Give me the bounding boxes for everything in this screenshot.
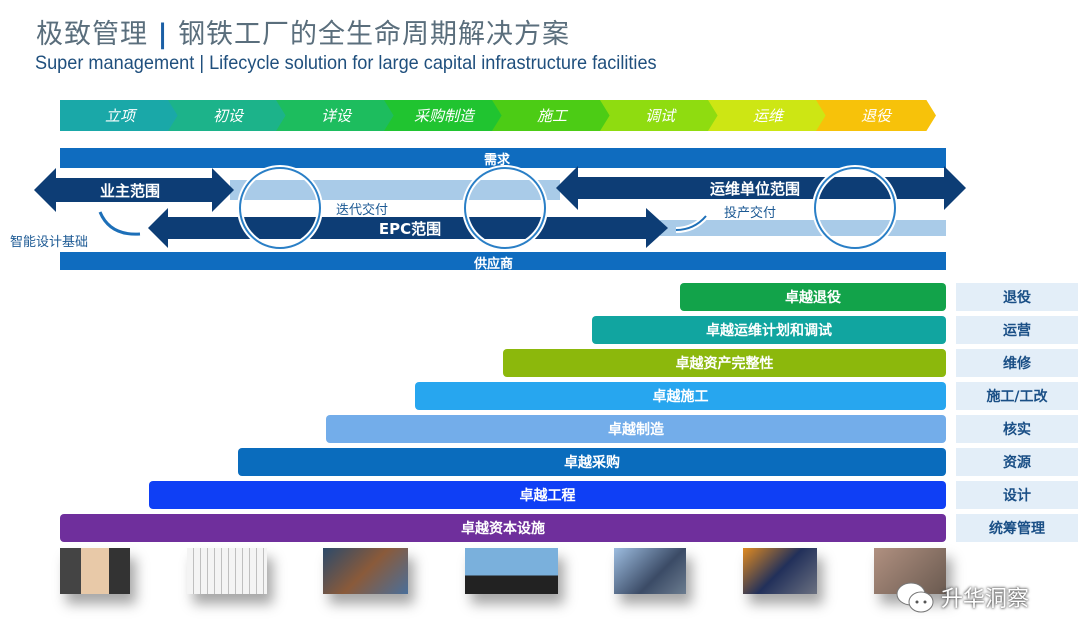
equipment-photo: [323, 548, 408, 594]
handshake-photo: [60, 548, 130, 594]
drawing-photo: [187, 548, 267, 594]
side-label-verification: 核实: [956, 415, 1078, 443]
supplier-band: [60, 252, 946, 270]
demand-band: [60, 148, 946, 168]
commissioning-delivery-label: 投产交付: [724, 206, 777, 221]
side-label-decommissioning: 退役: [956, 283, 1078, 311]
phase-6: 调试: [600, 100, 720, 131]
tier-decommissioning: 卓越退役: [680, 283, 946, 311]
owner-scope-label: 业主范围: [99, 181, 160, 200]
side-label-maintenance: 维修: [956, 349, 1078, 377]
om-scope-arrow-icon: [556, 166, 966, 210]
epc-scope-arrow-icon: [148, 208, 668, 248]
watermark: 升华洞察: [895, 580, 1029, 614]
phase-2: 初设: [168, 100, 288, 131]
cycle-icon-1: [237, 165, 323, 251]
watermark-text: 升华洞察: [941, 587, 1030, 612]
tier-construction: 卓越施工: [415, 382, 946, 410]
side-label-operations: 运营: [956, 316, 1078, 344]
curved-arrow-icon-2: [98, 211, 141, 236]
supplier-label: 供应商: [474, 257, 514, 272]
epc-scope-label: EPC范围: [378, 219, 442, 238]
worker-photo: [743, 548, 817, 594]
owner-scope-arrow-icon: [34, 168, 234, 212]
phase-1: 立项: [60, 100, 180, 131]
cycle-icon-2: [462, 165, 548, 251]
phase-4: 采购制造: [384, 100, 504, 131]
side-label-resources: 资源: [956, 448, 1078, 476]
cycle-icon-3: [812, 165, 898, 251]
tier-procurement: 卓越采购: [238, 448, 946, 476]
tier-manufacturing: 卓越制造: [326, 415, 946, 443]
page-subtitle: Super management | Lifecycle solution fo…: [35, 52, 657, 74]
phase-5: 施工: [492, 100, 612, 131]
om-scope-label: 运维单位范围: [709, 179, 800, 198]
demand-label: 需求: [484, 153, 511, 168]
engineers-photo: [614, 548, 686, 594]
side-label-construction: 施工/工改: [956, 382, 1078, 410]
title-left: 极致管理: [36, 19, 148, 50]
wechat-icon: [896, 582, 934, 613]
tier-om-planning: 卓越运维计划和调试: [592, 316, 946, 344]
tier-engineering: 卓越工程: [149, 481, 946, 509]
title-separator: |: [157, 19, 169, 50]
phase-chevron-row: 立项 初设 详设 采购制造 施工 调试 运维 退役: [60, 100, 945, 131]
phase-8: 退役: [816, 100, 936, 131]
title-right: 钢铁工厂的全生命周期解决方案: [178, 19, 571, 50]
iterative-delivery-label: 迭代交付: [336, 203, 389, 218]
curved-arrow-icon: [675, 213, 709, 233]
page-title: 极致管理 | 钢铁工厂的全生命周期解决方案: [36, 12, 570, 51]
phase-7: 运维: [708, 100, 828, 131]
smart-design-basis-label: 智能设计基础: [10, 235, 89, 250]
side-label-coordination: 统筹管理: [956, 514, 1078, 542]
side-label-design: 设计: [956, 481, 1078, 509]
tier-asset-integrity: 卓越资产完整性: [503, 349, 946, 377]
tier-capital-facilities: 卓越资本设施: [60, 514, 946, 542]
light-band-lower: [660, 220, 946, 236]
phase-3: 详设: [276, 100, 396, 131]
crane-photo: [465, 548, 558, 594]
